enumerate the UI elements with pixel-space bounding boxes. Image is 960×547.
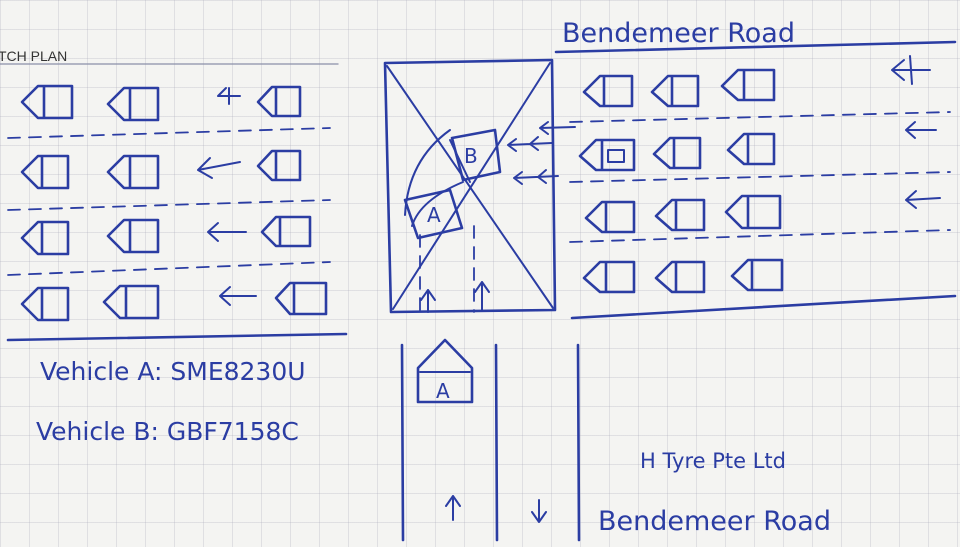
junction [385, 60, 575, 312]
parked-car-icon [262, 217, 310, 246]
parked-car-icon [22, 222, 68, 254]
parked-cars-right [580, 70, 782, 292]
down-arrow-icon [532, 500, 546, 522]
parked-car-icon [656, 200, 704, 230]
up-arrow-icon [421, 290, 435, 312]
left-arrow-icon [208, 223, 246, 241]
parked-car-icon [276, 283, 326, 314]
junction-diagonal [393, 63, 550, 309]
parked-car-icon [258, 87, 300, 116]
lane-divider [8, 200, 330, 210]
lane-divider [8, 262, 330, 275]
plan-title: TCH PLAN [0, 48, 67, 64]
parked-car-icon [108, 156, 158, 188]
vehicle-a-letter: A [427, 203, 441, 227]
parked-car-icon [258, 151, 300, 180]
parked-car-icon [108, 220, 158, 252]
parked-car-icon [580, 140, 634, 170]
left-arrow-icon [906, 122, 936, 138]
parked-car-icon [726, 196, 780, 228]
parked-car-icon [652, 76, 698, 106]
top-road-name: Bendemeer Road [562, 18, 795, 49]
vehicle-b-label: Vehicle B: GBF7158C [36, 417, 299, 446]
flow-arrows-left [198, 88, 256, 305]
parked-car-icon [22, 288, 68, 320]
double-left-arrow-icon [508, 137, 552, 151]
left-arrow-icon [906, 191, 940, 208]
lane-divider [570, 112, 950, 122]
parked-car-icon [654, 138, 700, 168]
parked-car-icon [584, 76, 632, 106]
vehicle-b-letter: B [464, 144, 478, 168]
lane-divider [570, 172, 950, 182]
lower-road: A [402, 340, 579, 540]
lower-road-right-edge [578, 345, 579, 540]
parked-car-icon [22, 156, 68, 188]
parked-car-icon [586, 202, 634, 232]
parked-car-icon [104, 286, 158, 318]
parked-car-icon [732, 260, 782, 290]
lower-road-center-line [496, 345, 497, 540]
shop-name: H Tyre Pte Ltd [640, 449, 786, 473]
flow-arrows-right [892, 56, 940, 208]
parked-car-icon [722, 70, 774, 100]
parked-cars-left [22, 86, 326, 320]
right-road-bottom-edge [572, 296, 955, 318]
parked-car-icon [22, 86, 72, 118]
left-arrow-icon [198, 158, 240, 178]
parked-car-icon [584, 262, 634, 292]
right-road-section [556, 42, 955, 318]
lower-road-left-edge [402, 345, 403, 540]
vehicle-a-label: Vehicle A: SME8230U [40, 357, 306, 386]
double-left-arrow-icon [514, 170, 558, 184]
left-arrow-icon [540, 122, 575, 134]
up-arrow-icon [475, 282, 489, 310]
lane-divider [8, 128, 330, 138]
parked-car-icon [728, 134, 774, 164]
up-arrow-icon [446, 496, 460, 520]
left-arrow-icon [220, 287, 256, 305]
bottom-road-name: Bendemeer Road [598, 506, 831, 537]
left-arrow-icon [892, 56, 930, 84]
vehicle-a-start-letter: A [436, 379, 450, 403]
parked-car-icon [108, 88, 158, 120]
left-arrow-icon [218, 88, 240, 104]
left-road-bottom-edge [8, 334, 346, 340]
parked-car-icon [656, 262, 704, 292]
